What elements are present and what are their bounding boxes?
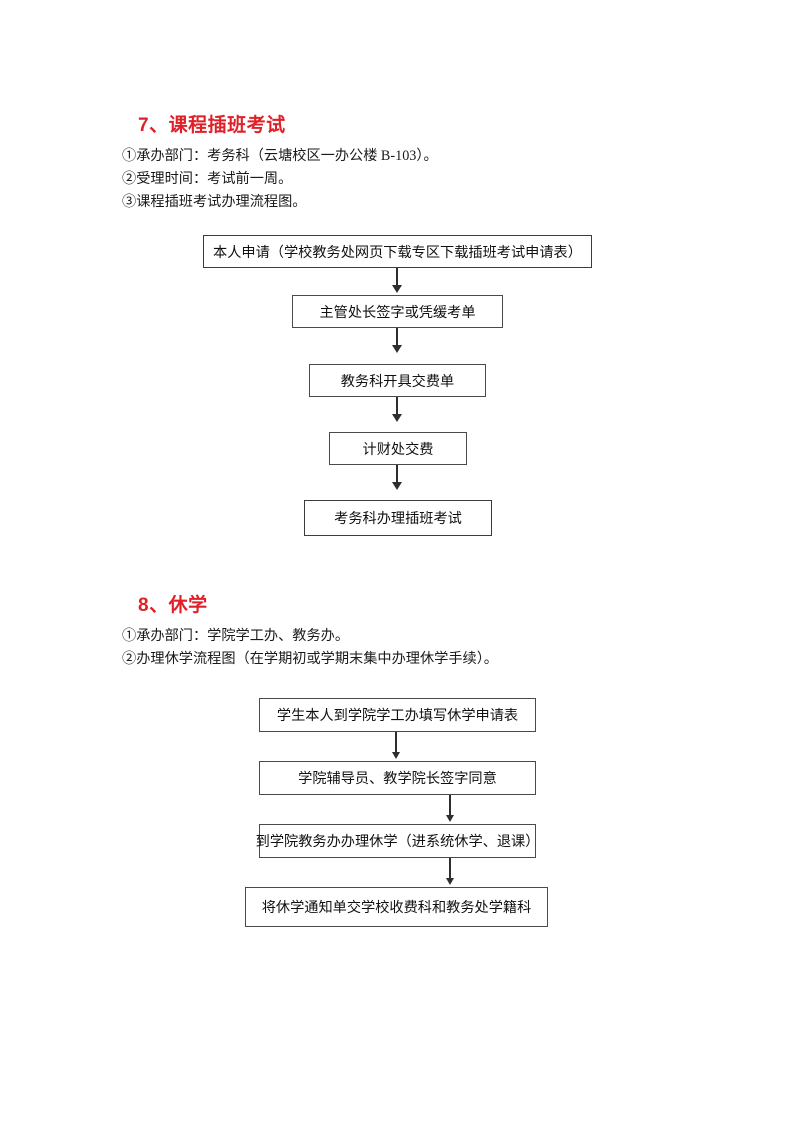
- section-7-line-1: ①承办部门：考务科（云塘校区一办公楼 B-103）。: [122, 148, 438, 164]
- flow-box-2-1: 学生本人到学院学工办填写休学申请表: [259, 698, 536, 732]
- flow-arrow-1-3: [391, 397, 403, 423]
- section-8-line-2: ②办理休学流程图（在学期初或学期末集中办理休学手续）。: [122, 651, 498, 667]
- flow-arrow-1-1: [391, 268, 403, 294]
- section-heading-7: 7、课程插班考试: [138, 115, 286, 136]
- flow-box-1-2: 主管处长签字或凭缓考单: [292, 295, 503, 328]
- flow-arrow-1-2: [391, 328, 403, 354]
- flow-arrow-2-3: [444, 858, 456, 886]
- flow-arrow-2-1: [390, 732, 402, 760]
- flow-box-1-3: 教务科开具交费单: [309, 364, 486, 397]
- flow-box-1-5: 考务科办理插班考试: [304, 500, 492, 536]
- flow-box-2-4: 将休学通知单交学校收费科和教务处学籍科: [245, 887, 548, 927]
- flow-box-2-2: 学院辅导员、教学院长签字同意: [259, 761, 536, 795]
- flow-box-1-4: 计财处交费: [329, 432, 467, 465]
- flow-box-2-3: 到学院教务办办理休学（进系统休学、退课）: [256, 824, 539, 858]
- section-heading-8: 8、休学: [138, 595, 208, 616]
- flow-arrow-1-4: [391, 465, 403, 491]
- flow-box-1-1: 本人申请（学校教务处网页下载专区下载插班考试申请表）: [203, 235, 592, 268]
- section-8-line-1: ①承办部门：学院学工办、教务办。: [122, 628, 350, 644]
- section-7-line-3: ③课程插班考试办理流程图。: [122, 194, 307, 210]
- flow-arrow-2-2: [444, 795, 456, 823]
- section-7-line-2: ②受理时间：考试前一周。: [122, 171, 293, 187]
